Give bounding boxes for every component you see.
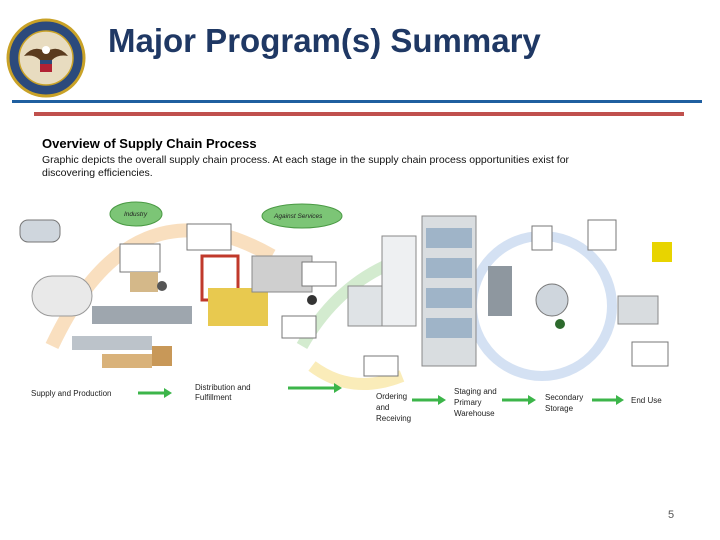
stage-label-secondary-line2: Storage xyxy=(545,404,574,413)
industry-bubble: Industry xyxy=(109,201,163,227)
stage-label-distribution-line2: Fulfillment xyxy=(195,393,232,402)
stage-label-staging-line1: Staging and xyxy=(454,387,497,396)
stage-label-end-use: End Use xyxy=(631,396,662,405)
stage-label-ordering-line1: Ordering xyxy=(376,392,407,401)
title-divider-red xyxy=(34,112,684,116)
section-description: Graphic depicts the overall supply chain… xyxy=(42,154,570,179)
stage-label-staging-line2: Primary xyxy=(454,398,482,407)
stage-label-ordering-line2: and xyxy=(376,403,389,412)
distribution-illustration xyxy=(186,223,337,339)
ordering-staging-illustration xyxy=(347,215,512,377)
industry-bubble-label: Industry xyxy=(124,211,148,218)
against-services-bubble: Against Services xyxy=(261,203,343,229)
title-divider-blue xyxy=(12,100,702,103)
stage-label-distribution-line1: Distribution and xyxy=(195,383,251,392)
flow-arrows xyxy=(138,383,624,405)
stage-label-staging-line3: Warehouse xyxy=(454,409,495,418)
stage-label-secondary-line1: Secondary xyxy=(545,393,583,402)
supply-production-illustration xyxy=(19,219,192,368)
stage-label-supply: Supply and Production xyxy=(31,389,112,398)
va-seal-logo xyxy=(6,18,86,98)
against-services-bubble-label: Against Services xyxy=(273,213,323,220)
secondary-enduse-illustration xyxy=(531,219,672,367)
section-subtitle: Overview of Supply Chain Process xyxy=(42,136,257,151)
stage-label-ordering-line3: Receiving xyxy=(376,414,411,423)
page-number: 5 xyxy=(668,509,675,521)
supply-chain-diagram: Industry Against Services xyxy=(12,196,696,430)
page-title: Major Program(s) Summary xyxy=(108,22,541,59)
